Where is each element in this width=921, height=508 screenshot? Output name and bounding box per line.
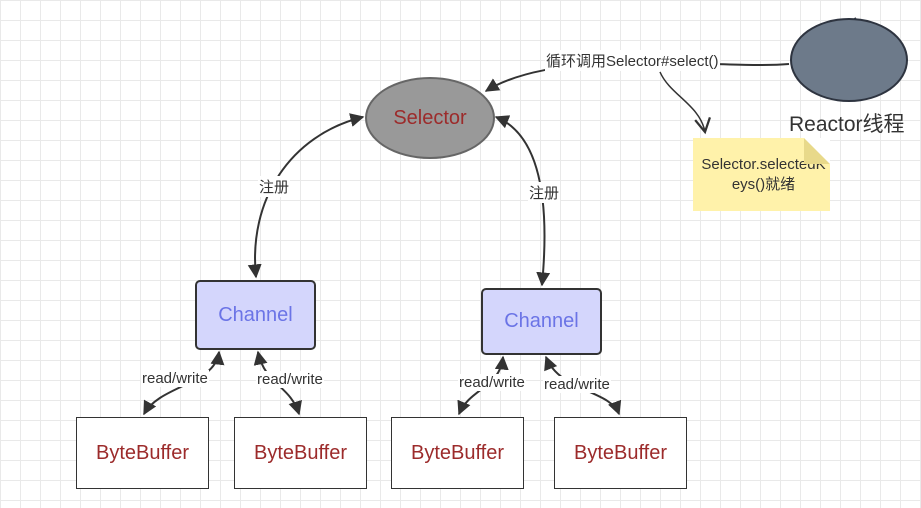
register-right-edge (494, 115, 551, 287)
note-fold-corner (804, 138, 830, 164)
bytebuffer-node-4: ByteBuffer (554, 417, 687, 489)
bytebuffer-node-3: ByteBuffer (391, 417, 524, 489)
bytebuffer-label: ByteBuffer (95, 441, 190, 464)
rw-label-1: read/write (141, 370, 209, 387)
register-right-label: 注册 (528, 182, 561, 203)
rw-label-2: read/write (256, 371, 324, 388)
rw-label-4: read/write (543, 376, 611, 393)
channel-node-right: Channel (481, 288, 602, 355)
selector-label: Selector (393, 106, 467, 129)
loop-call-label: 循环调用Selector#select() (545, 50, 720, 71)
bytebuffer-label: ByteBuffer (573, 441, 668, 464)
selected-keys-note: Selector.selectedKeys()就绪 (693, 138, 830, 211)
channel-node-left: Channel (195, 280, 316, 350)
bytebuffer-node-1: ByteBuffer (76, 417, 209, 489)
register-left-edge (247, 113, 365, 279)
bytebuffer-node-2: ByteBuffer (234, 417, 367, 489)
channel-label-right: Channel (504, 310, 579, 332)
reactor-thread-label: Reactor线程 (789, 113, 905, 136)
register-left-label: 注册 (258, 176, 291, 197)
selector-node: Selector (365, 77, 495, 159)
bytebuffer-label: ByteBuffer (253, 441, 348, 464)
note-text: Selector.selectedKeys()就绪 (701, 156, 826, 193)
ready-arrow (659, 71, 711, 135)
channel-label-left: Channel (218, 303, 293, 326)
bytebuffer-label: ByteBuffer (410, 441, 505, 464)
rw-label-3: read/write (458, 374, 526, 391)
reactor-thread-node (790, 18, 908, 102)
